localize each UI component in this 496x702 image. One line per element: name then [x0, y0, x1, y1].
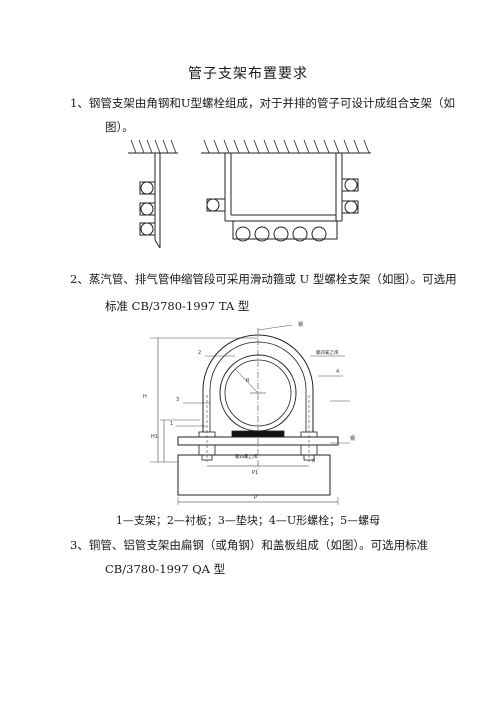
- dim-P1: P1: [252, 470, 258, 476]
- label-steel-right: 钢: [350, 435, 355, 442]
- figure-2-caption: 1—支架；2—衬板；3—垫块；4—U形螺栓；5—螺母: [115, 514, 381, 527]
- item-3-line-2: CB/3780-1997 QA 型: [105, 562, 226, 576]
- item-2-line-2: 标准 CB/3780-1997 TA 型: [105, 299, 250, 313]
- label-num-4: 4: [336, 369, 339, 375]
- dim-P: P: [254, 495, 257, 501]
- dim-H: H: [143, 394, 147, 400]
- label-num-3: 3: [176, 397, 179, 403]
- dim-d: d: [312, 458, 315, 464]
- item-1-line-1: 1、钢管支架由角钢和U型螺栓组成，对于并排的管子可设计成组合支架（如: [70, 96, 456, 110]
- item-2-line-1: 2、蒸汽管、排气管伸缩管段可采用滑动箍或 U 型螺栓支架（如图）。可选用: [70, 272, 457, 286]
- label-steel-top: 钢: [298, 321, 303, 328]
- label-num-1: 1: [170, 421, 173, 427]
- label-ptfe-upper: 聚四氟乙烯: [316, 349, 339, 356]
- dim-H1: H1: [151, 434, 158, 440]
- item-1-line-2: 图）。: [105, 120, 134, 134]
- dim-R: R: [246, 378, 250, 384]
- item-3-line-1: 3、铜管、铝管支架由扁钢（或角钢）和盖板组成（如图）。可选用标准: [70, 538, 429, 552]
- label-num-2: 2: [198, 350, 201, 356]
- page-title: 管子支架布置要求: [188, 66, 308, 82]
- label-ptfe-lower: 聚四氟乙烯: [235, 453, 258, 460]
